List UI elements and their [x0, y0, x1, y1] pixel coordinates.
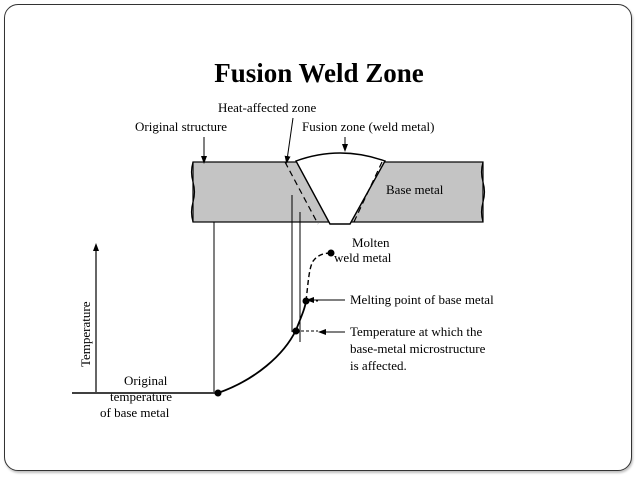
label-original-temp-line2: temperature [110, 389, 172, 404]
temperature-curve-molten [305, 252, 332, 302]
label-original-temp-line1: Original [124, 373, 168, 388]
label-melting-point: Melting point of base metal [350, 292, 494, 307]
point-original-temperature [214, 389, 222, 397]
label-temp-affected-line2: base-metal microstructure [350, 341, 486, 356]
label-temp-affected-line1: Temperature at which the [350, 324, 483, 339]
label-fusion-zone: Fusion zone (weld metal) [302, 119, 435, 134]
slide-title: Fusion Weld Zone [214, 58, 424, 88]
point-affected-temperature [292, 327, 300, 335]
label-heat-affected-zone: Heat-affected zone [218, 100, 317, 115]
point-melting-point [302, 297, 310, 305]
arrow-heat-affected-zone [284, 117, 294, 164]
temperature-curve [217, 300, 307, 394]
point-molten-weld [327, 249, 335, 257]
label-original-structure: Original structure [135, 119, 227, 134]
label-molten-line1: Molten [352, 235, 390, 250]
label-temperature-axis: Temperature [78, 301, 93, 367]
haz-right-boundary [352, 161, 383, 225]
left-break-line [190, 161, 196, 223]
label-original-temp-line3: of base metal [100, 405, 170, 420]
label-base-metal: Base metal [386, 182, 444, 197]
right-break-line [480, 161, 486, 223]
label-molten-line2: weld metal [334, 250, 392, 265]
haz-left-boundary [284, 161, 319, 225]
label-temp-affected-line3: is affected. [350, 358, 407, 373]
